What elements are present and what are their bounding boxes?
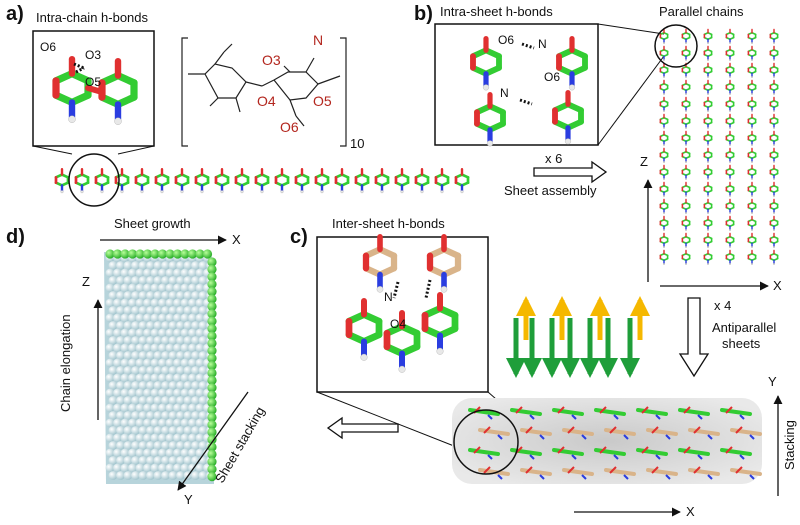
panel-label-d: d) [6,226,25,248]
axis-y-d [177,391,249,491]
zoom-line-c-left [316,391,455,447]
chitin-chain [54,167,470,194]
panel-a-caption: Intra-chain h-bonds [36,10,149,25]
sheet-assembly-arrow [533,160,608,184]
multiplier-x4: x 4 [714,298,732,313]
struct-label-o5: O5 [313,93,332,109]
crystal-model [104,249,217,484]
antiparallel-arrows [506,296,650,378]
antiparallel-label-line2: sheets [722,336,761,351]
repeat-count: 10 [350,136,365,151]
antiparallel-label-line1: Antiparallel [712,320,777,335]
panel-c-inset [316,234,489,393]
atom-label-n-b1: N [538,37,547,51]
atom-label-o6-b1: O6 [498,33,515,47]
atom-label-o3-a: O3 [85,48,102,62]
panel-label-b: b) [414,3,433,25]
struct-label-n: N [313,32,324,48]
axis-label-y-c: Y [768,374,777,389]
atom-label-o6-b2: O6 [544,70,561,84]
axis-label-y-d: Y [184,492,193,507]
panel-b-caption: Intra-sheet h-bonds [440,4,553,19]
multiplier-x6: x 6 [545,151,563,166]
axis-label-x-c: X [686,504,695,519]
atom-label-o5-a: O5 [85,75,102,89]
atom-label-o6-a: O6 [40,40,57,54]
chain-elongation-label: Chain elongation [58,314,73,412]
atom-label-o4-c: O4 [390,317,407,331]
zoom-line-a-left [32,145,73,155]
struct-label-o6: O6 [280,119,299,135]
antiparallel-arrow [678,297,710,378]
panel-c-caption: Inter-sheet h-bonds [332,216,445,231]
axis-label-z-d: Z [82,274,90,289]
atom-label-n-c: N [384,290,393,304]
zoom-line-a-right [117,145,155,155]
struct-label-o4: O4 [257,93,276,109]
axis-label-x-d: X [232,232,241,247]
panel-b-right-caption: Parallel chains [659,4,744,19]
struct-label-o3: O3 [262,52,281,68]
stacking-label: Stacking [782,420,797,470]
sheet-assembly-label: Sheet assembly [504,183,597,198]
axis-label-z-b: Z [640,154,648,169]
stacked-sheets [452,398,762,484]
sheet-growth-label: Sheet growth [114,216,191,231]
zoom-circle-c [453,409,519,475]
zoom-line-b-bottom [597,55,665,146]
atom-label-n-b2: N [500,86,509,100]
zoom-circle-a [68,153,120,207]
panel-label-c: c) [290,226,308,248]
zoom-line-b-top [597,23,665,35]
zoom-circle-b [654,24,698,68]
parallel-chains [659,28,779,265]
axis-label-x-b: X [773,278,782,293]
panel-label-a: a) [6,3,24,25]
panel-a-inset [32,30,155,147]
sheet-stacking-arrow [326,416,399,440]
panel-b-inset [434,23,599,147]
chitin-structure [181,37,347,147]
